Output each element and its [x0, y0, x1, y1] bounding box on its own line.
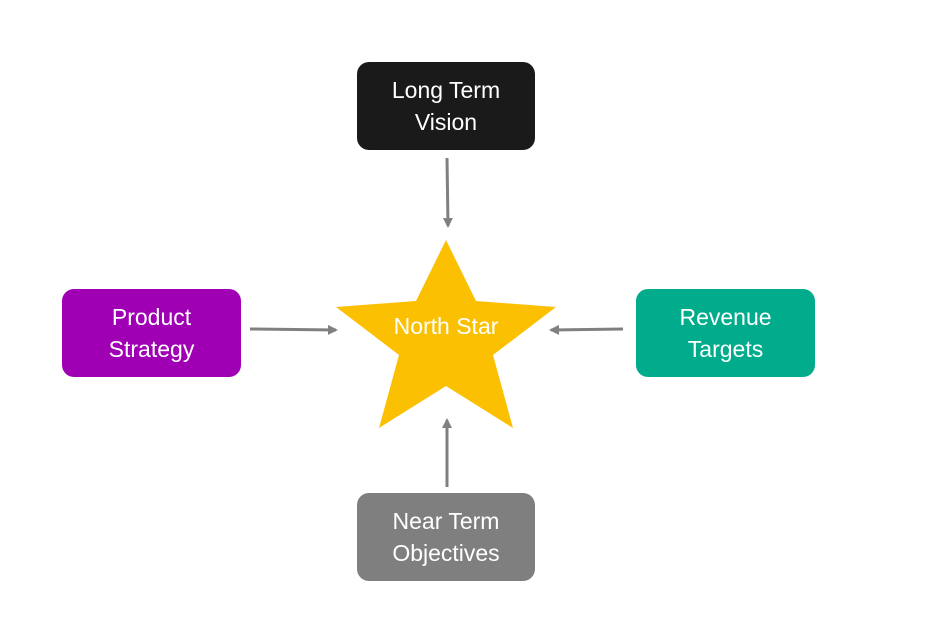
product-strategy-label: Product Strategy — [108, 304, 195, 362]
north-star-shape — [336, 240, 556, 428]
arrow-from-strategy — [249, 324, 338, 335]
near-term-objectives-box: Near Term Objectives — [357, 493, 535, 581]
long-term-vision-box: Long Term Vision — [357, 62, 535, 150]
near-term-objectives-label: Near Term Objectives — [392, 508, 500, 566]
revenue-targets-box: Revenue Targets — [636, 289, 815, 377]
arrow-from-vision — [442, 157, 453, 228]
long-term-vision-label: Long Term Vision — [391, 77, 501, 135]
revenue-targets-label: Revenue Targets — [679, 304, 772, 362]
north-star-label: North Star — [393, 313, 499, 339]
arrow-from-revenue — [549, 324, 624, 335]
product-strategy-box: Product Strategy — [62, 289, 241, 377]
